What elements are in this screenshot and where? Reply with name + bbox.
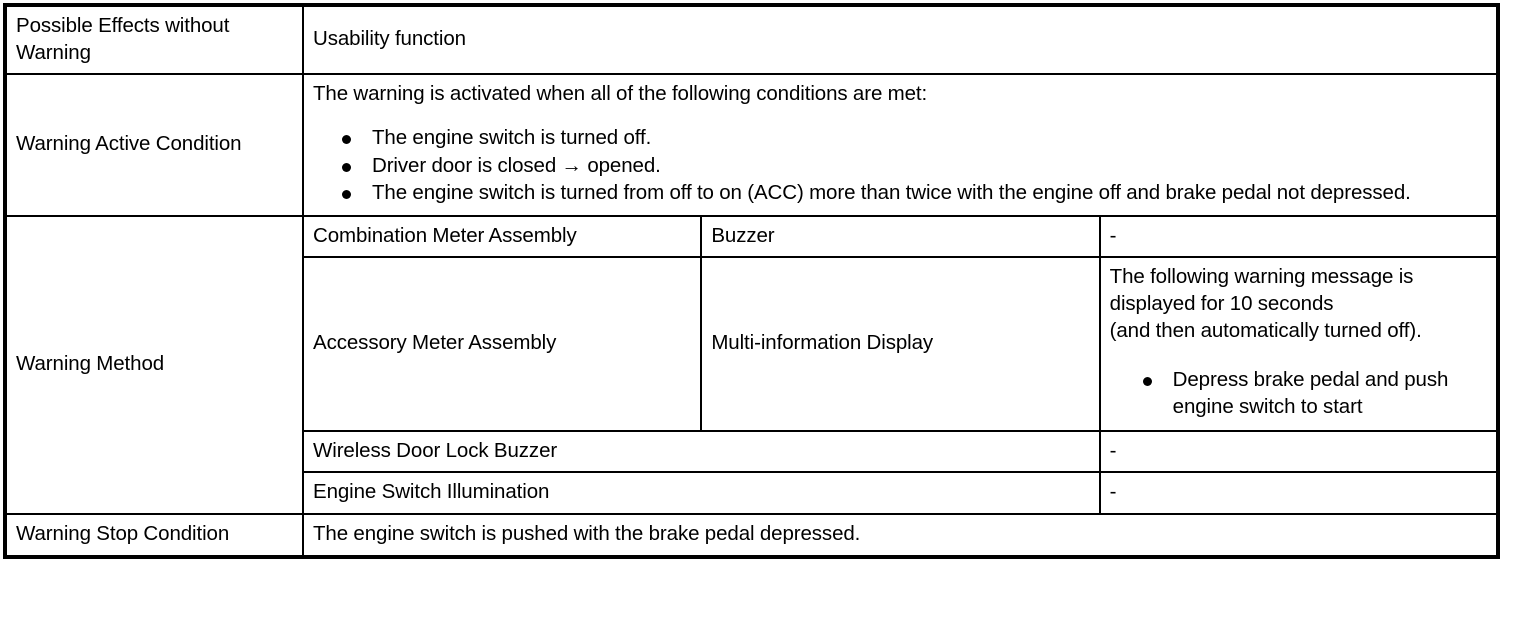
warning-method-device-combination-meter: Combination Meter Assembly bbox=[301, 214, 703, 259]
table-row-warning-method-accessory-meter: Accessory Meter Assembly Multi-informati… bbox=[5, 256, 1500, 432]
warning-active-condition-list: The engine switch is turned off. Driver … bbox=[313, 125, 1487, 207]
warning-method-component-multi-information-display: Multi-information Display bbox=[700, 256, 1101, 432]
warning-method-device-wireless-door-lock-buzzer: Wireless Door Lock Buzzer bbox=[302, 429, 1101, 474]
row-label-possible-effects: Possible Effects without Warning bbox=[4, 3, 304, 76]
table-row-warning-stop-condition: Warning Stop Condition The engine switch… bbox=[4, 512, 1499, 558]
warning-method-detail-wireless-door-lock-buzzer: - bbox=[1098, 429, 1500, 474]
table-row-warning-method-wireless-door-lock-buzzer: Wireless Door Lock Buzzer - bbox=[5, 429, 1500, 474]
table-row-warning-method-engine-switch-illumination: Engine Switch Illumination - bbox=[5, 471, 1500, 515]
warning-method-detail-buzzer: - bbox=[1098, 214, 1500, 259]
list-item: The engine switch is turned from off to … bbox=[340, 180, 1487, 207]
list-item: Driver door is closed → opened. bbox=[340, 153, 1487, 180]
multi-information-display-detail-line-2: (and then automatically turned off). bbox=[1109, 318, 1422, 342]
multi-information-display-message-list: Depress brake pedal and push engine swit… bbox=[1110, 367, 1487, 420]
table-row-warning-method-combination-meter: Warning Method Combination Meter Assembl… bbox=[4, 214, 1500, 515]
warning-method-component-buzzer: Buzzer bbox=[700, 214, 1101, 259]
warning-method-detail-engine-switch-illumination: - bbox=[1098, 471, 1500, 515]
list-item: The engine switch is turned off. bbox=[340, 125, 1487, 152]
table-row-warning-active-condition: Warning Active Condition The warning is … bbox=[4, 73, 1499, 217]
row-label-warning-stop-condition: Warning Stop Condition bbox=[4, 512, 304, 558]
warning-method-detail-multi-information-display: The following warning message is display… bbox=[1098, 256, 1500, 432]
warning-active-intro: The warning is activated when all of the… bbox=[313, 82, 928, 106]
row-label-warning-active-condition: Warning Active Condition bbox=[4, 73, 304, 217]
warning-method-device-engine-switch-illumination: Engine Switch Illumination bbox=[302, 471, 1101, 515]
multi-information-display-detail-line-1: The following warning message is display… bbox=[1109, 265, 1414, 316]
row-value-possible-effects: Usability function bbox=[302, 3, 1499, 76]
table-row-possible-effects: Possible Effects without Warning Usabili… bbox=[4, 3, 1499, 76]
row-label-warning-method: Warning Method bbox=[4, 214, 304, 515]
row-value-warning-stop-condition: The engine switch is pushed with the bra… bbox=[302, 512, 1499, 558]
list-item: Depress brake pedal and push engine swit… bbox=[1141, 367, 1487, 420]
warning-method-device-accessory-meter: Accessory Meter Assembly bbox=[301, 256, 703, 432]
row-value-warning-active-condition: The warning is activated when all of the… bbox=[302, 73, 1499, 217]
warning-specification-table: Possible Effects without Warning Usabili… bbox=[3, 3, 1500, 559]
